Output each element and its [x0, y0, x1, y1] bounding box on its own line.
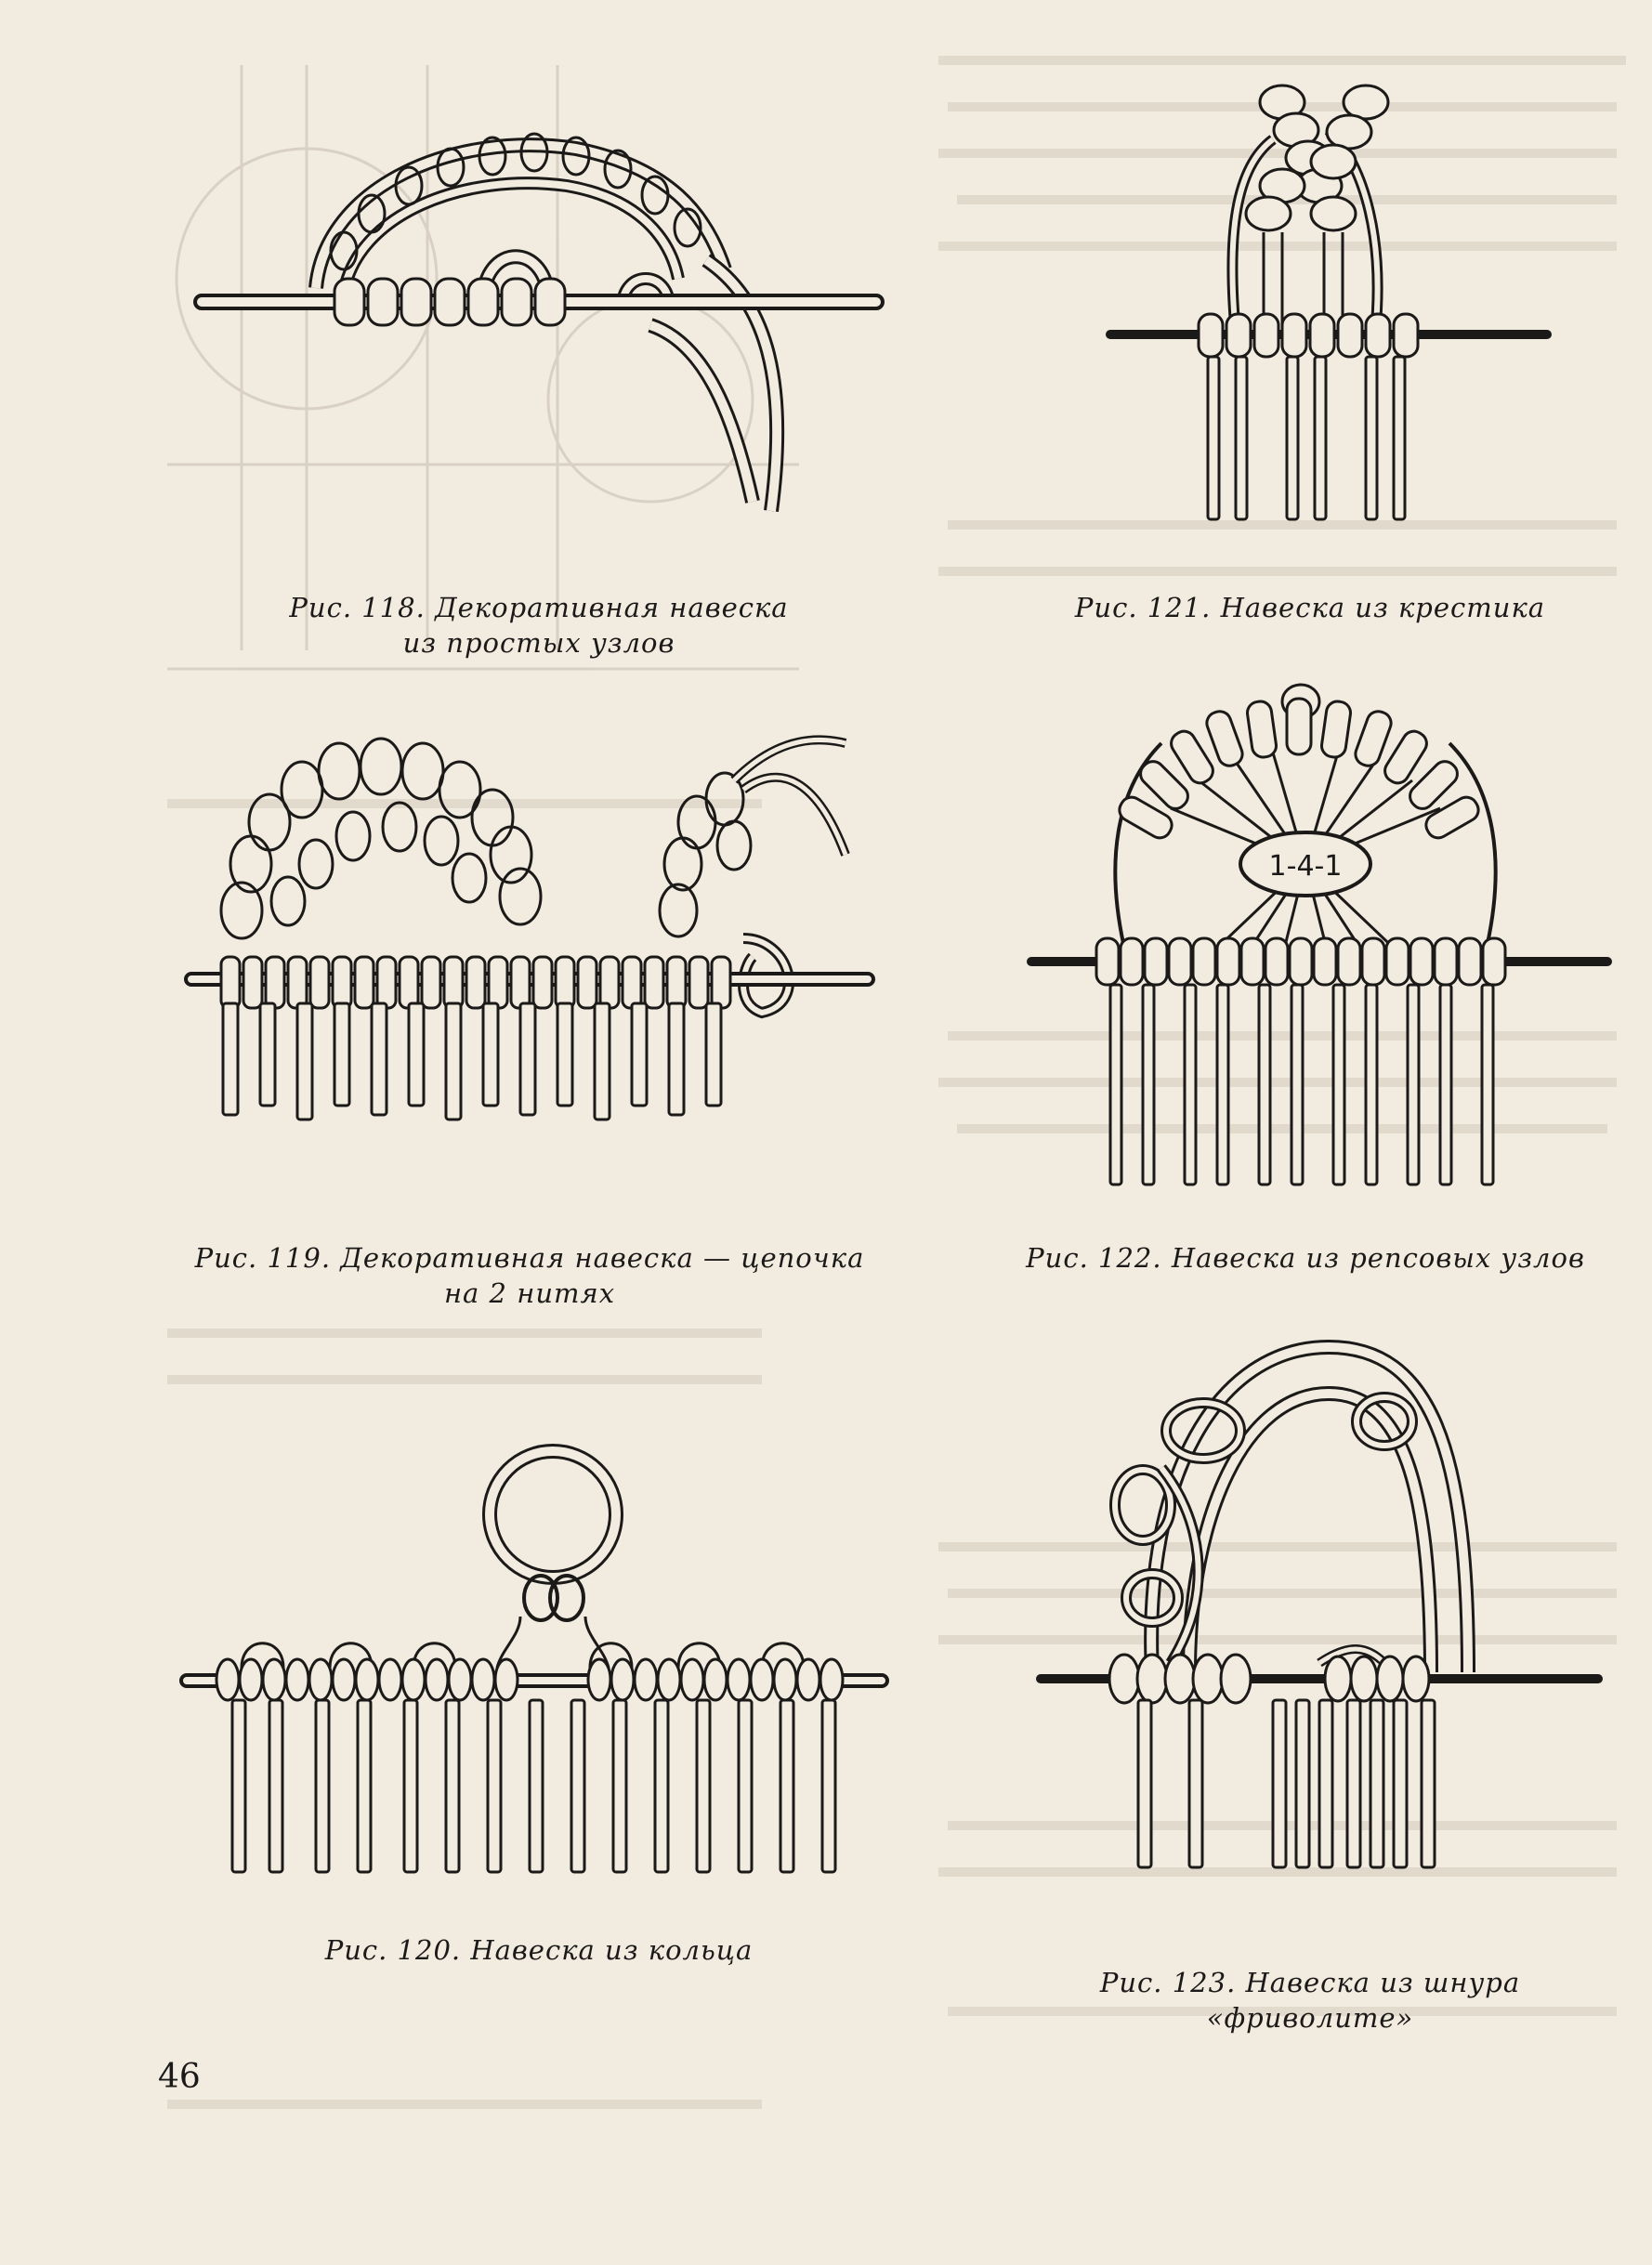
center-oval: [1239, 831, 1372, 897]
reps-knots-arc: [1118, 697, 1480, 840]
figure-122-caption: Рис. 122. Навеска из репсовых узлов: [985, 1240, 1626, 1276]
figure-119-chain-header: [184, 735, 875, 1121]
caption-line: Рис. 120. Навеска из кольца: [324, 1934, 754, 1966]
caption-line: Рис. 121. Навеска из крестика: [1074, 592, 1546, 623]
center-oval-label: 1-4-1: [1269, 850, 1343, 883]
figure-118-caption: Рис. 118. Декоративная навеска из просты…: [186, 590, 892, 661]
figure-123-caption: Рис. 123. Навеска из шнура «фриволите»: [1022, 1965, 1598, 2036]
beads: [1244, 84, 1390, 232]
caption-line: Рис. 123. Навеска из шнура: [1099, 1967, 1521, 1998]
figure-121-cross-header: [1106, 84, 1552, 521]
caption-line: Рис. 118. Декоративная навеска: [289, 592, 789, 623]
figure-121-caption: Рис. 121. Навеска из крестика: [1031, 590, 1589, 625]
figure-122-reps-header: 1-4-1: [1027, 683, 1612, 1186]
figure-118-knot-header: [193, 132, 885, 513]
hanging-strands: [219, 955, 732, 1010]
caption-line: «фриволите»: [1206, 2002, 1414, 2034]
caption-line: на 2 нитях: [443, 1277, 616, 1309]
page-number: 46: [158, 2058, 201, 2096]
figure-120-ring-header: [179, 1444, 889, 1874]
figure-120-caption: Рис. 120. Навеска из кольца: [186, 1932, 892, 1968]
caption-line: из простых узлов: [402, 627, 675, 659]
figure-119-caption: Рис. 119. Декоративная навеска — цепочка…: [167, 1240, 892, 1311]
figure-123-frivolite-header: [1036, 1339, 1603, 1869]
caption-line: Рис. 119. Декоративная навеска — цепочка: [194, 1242, 865, 1274]
caption-line: Рис. 122. Навеска из репсовых узлов: [1026, 1242, 1585, 1274]
